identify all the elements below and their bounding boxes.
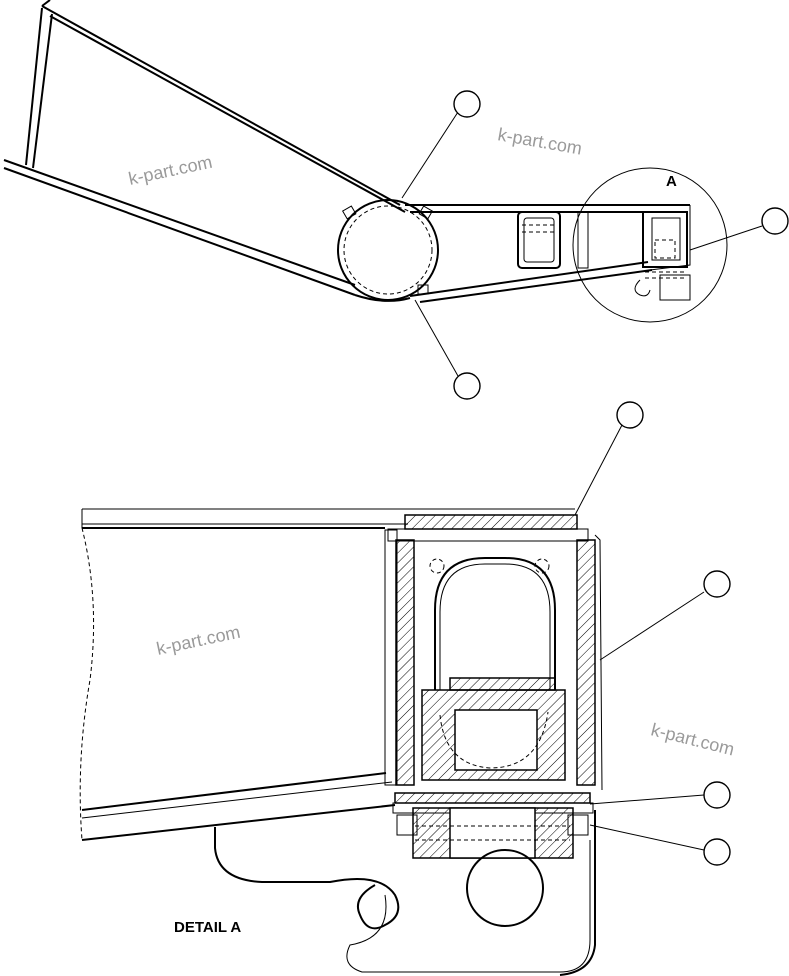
- detail-a-circle: [572, 167, 728, 323]
- hook-eye: [466, 849, 544, 927]
- callout-balloon: [453, 372, 481, 400]
- watermark: k-part.com: [496, 124, 583, 158]
- callout-balloon: [453, 90, 481, 118]
- section-label-a: A: [666, 173, 677, 190]
- detail-callouts: [574, 401, 731, 866]
- callout-balloon: [703, 781, 731, 809]
- top-callouts: [401, 90, 789, 400]
- top-assembly-view: A: [3, 0, 728, 323]
- detail-title: DETAIL A: [174, 919, 241, 936]
- watermark: k-part.com: [127, 152, 214, 189]
- callout-balloon: [703, 570, 731, 598]
- callout-balloon: [616, 401, 644, 429]
- watermark: k-part.com: [649, 719, 736, 759]
- callout-balloon: [703, 838, 731, 866]
- callout-balloon: [761, 207, 789, 235]
- pivot-drum: [337, 199, 439, 301]
- watermark: k-part.com: [155, 622, 242, 659]
- detail-a-view: [79, 508, 603, 976]
